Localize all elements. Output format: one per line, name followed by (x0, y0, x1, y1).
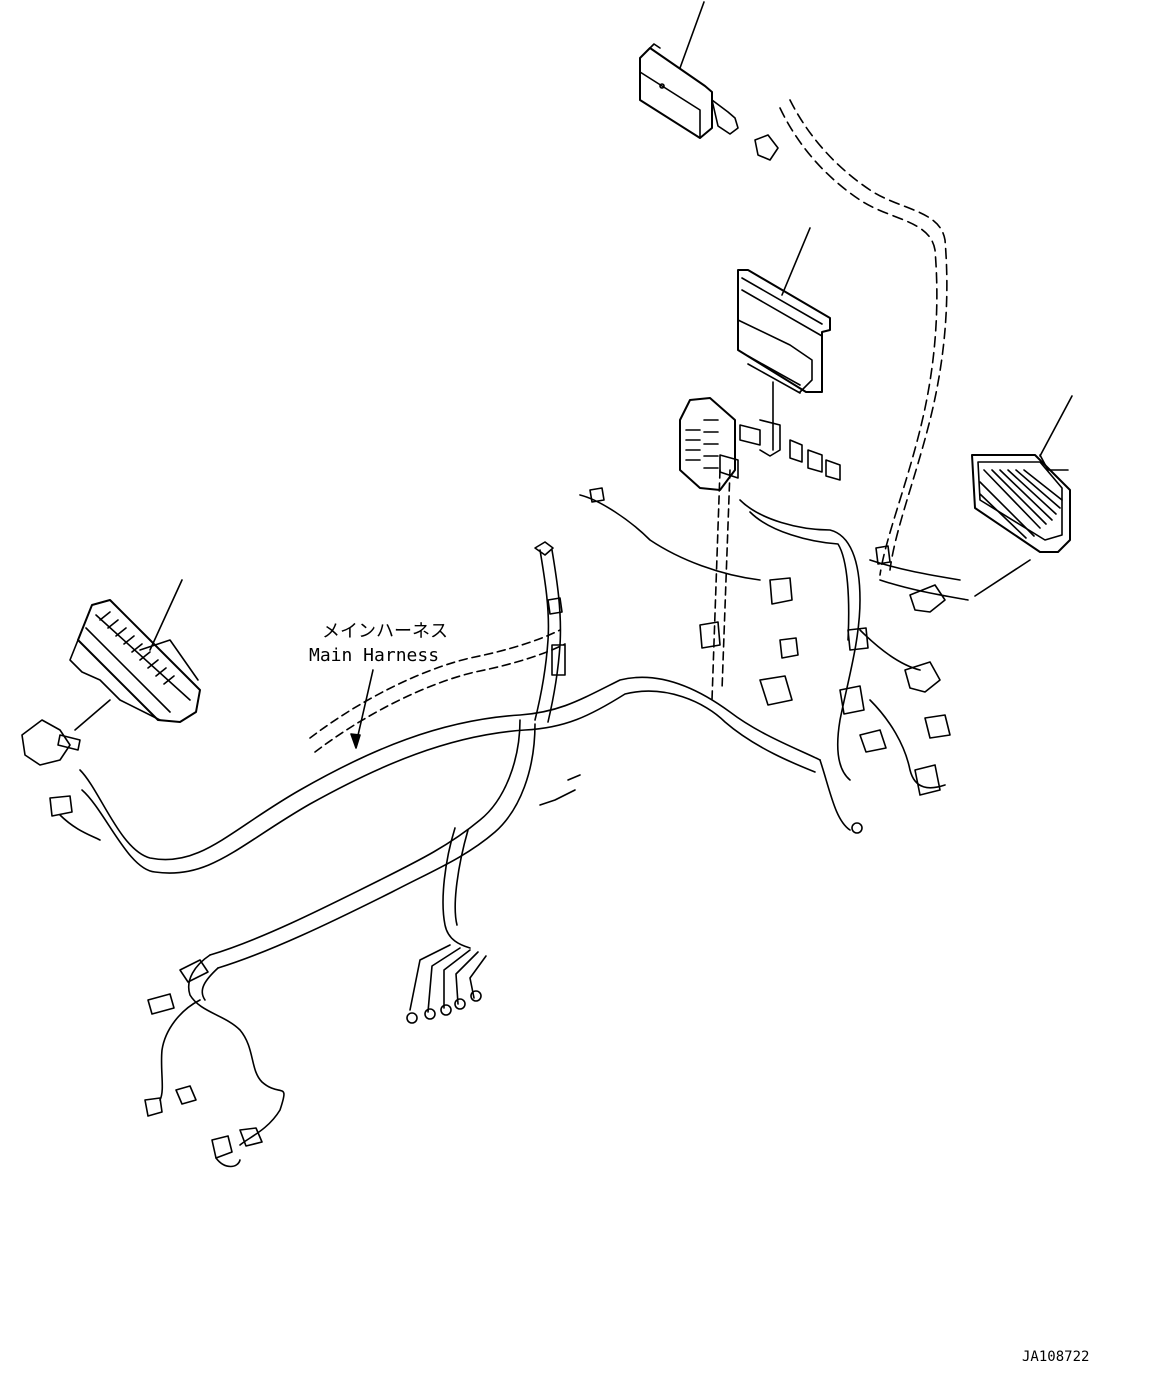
right-controller-unit (971, 454, 1071, 553)
fuse-relay-block (679, 397, 841, 491)
lower-left-connectors (144, 959, 263, 1168)
ring-terminals (406, 944, 487, 1024)
left-connectors (21, 719, 101, 841)
harness-label-en: Main Harness (309, 645, 439, 666)
lower-branch-harness[interactable] (159, 719, 536, 1146)
drawing-number: JA108722 (1022, 1349, 1089, 1365)
right-branch-cluster[interactable] (579, 487, 969, 834)
harness-label: メインハーネス Main Harness (309, 621, 448, 666)
upper-center-branch[interactable] (534, 541, 581, 806)
harness-label-jp: メインハーネス (322, 621, 448, 642)
left-monitor-unit (69, 599, 201, 723)
leader-lines (74, 1, 1073, 731)
harness-label-arrow (350, 669, 374, 749)
main-harness-trunk[interactable] (79, 99, 948, 874)
top-controller-unit (639, 43, 779, 161)
center-ecu-unit (737, 269, 831, 394)
